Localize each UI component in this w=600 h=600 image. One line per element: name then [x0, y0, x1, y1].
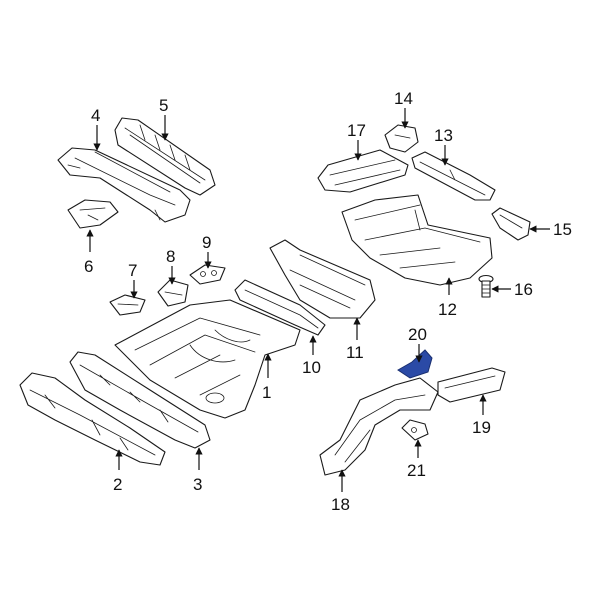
callout-labels: 4 5 6 7 8 9 1 2 3 10 11 12 13 14 15 16 1…	[84, 89, 572, 514]
callout-12: 12	[438, 300, 457, 319]
callout-16: 16	[514, 280, 533, 299]
part-6-bracket[interactable]	[67, 199, 119, 229]
callout-20: 20	[408, 325, 427, 344]
part-17-panel[interactable]	[317, 149, 409, 193]
part-11-panel[interactable]	[269, 239, 376, 319]
callout-8: 8	[166, 247, 175, 266]
part-14-bracket[interactable]	[384, 124, 419, 153]
part-13-rail[interactable]	[411, 151, 496, 201]
callout-15: 15	[553, 220, 572, 239]
callout-3: 3	[193, 475, 202, 494]
callout-6: 6	[84, 257, 93, 276]
part-9-plate[interactable]	[189, 264, 226, 285]
part-1-rear-floor-pan[interactable]	[114, 299, 301, 419]
part-7-pad[interactable]	[109, 294, 146, 316]
callout-18: 18	[331, 495, 350, 514]
callout-10: 10	[302, 358, 321, 377]
part-5-back-panel[interactable]	[114, 117, 216, 196]
callout-4: 4	[91, 106, 100, 125]
part-19-rail[interactable]	[437, 367, 506, 403]
callout-19: 19	[472, 418, 491, 437]
callout-2: 2	[113, 475, 122, 494]
callout-5: 5	[159, 96, 168, 115]
part-3-floor-side-member[interactable]	[69, 351, 211, 449]
callout-21: 21	[407, 461, 426, 480]
part-21-bracket[interactable]	[401, 419, 429, 441]
callout-9: 9	[202, 233, 211, 252]
callout-17: 17	[347, 121, 366, 140]
callout-7: 7	[128, 261, 137, 280]
part-10-cross-member[interactable]	[234, 279, 326, 336]
part-12-spare-tire-pan[interactable]	[341, 194, 493, 286]
leader-lines	[86, 108, 550, 492]
part-16-bolt[interactable]	[478, 274, 494, 298]
part-2-floor-side-member[interactable]	[19, 372, 166, 466]
part-4-rear-side-member[interactable]	[57, 147, 191, 223]
part-8-bracket[interactable]	[157, 279, 189, 307]
callout-14: 14	[394, 89, 413, 108]
part-20-bracket-highlighted[interactable]	[397, 349, 433, 379]
callout-1: 1	[262, 383, 271, 402]
callout-11: 11	[346, 343, 364, 362]
part-15-bracket[interactable]	[491, 207, 531, 241]
callout-13: 13	[434, 126, 453, 145]
